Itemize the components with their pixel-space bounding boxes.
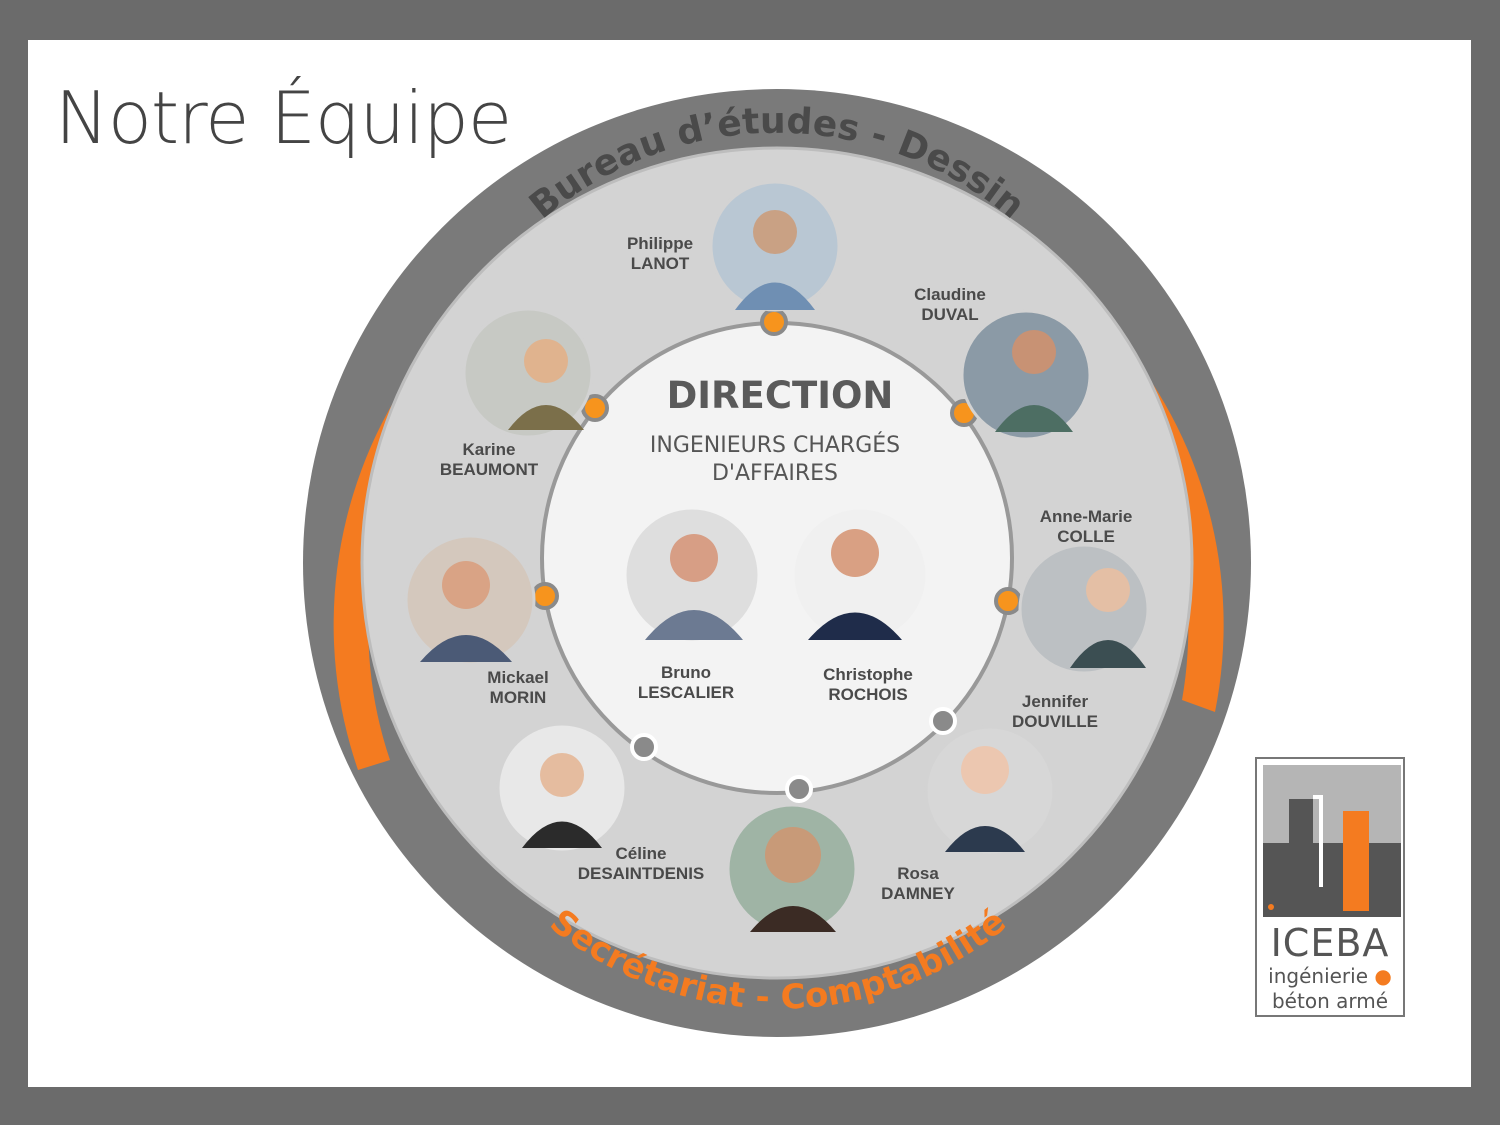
page-title: Notre Équipe	[55, 76, 512, 160]
logo-brand: ICEBA	[1270, 921, 1390, 965]
name-claudine-duval: Claudine DUVAL	[914, 285, 986, 324]
logo-line2: béton armé	[1271, 989, 1389, 1013]
logo-mark	[1263, 765, 1401, 917]
name-karine-beaumont: Karine BEAUMONT	[439, 440, 539, 479]
iceba-logo: ICEBA ingénierie ● béton armé	[1255, 757, 1405, 1017]
name-philippe-lanot: Philippe LANOT	[626, 234, 694, 273]
name-celine-desaintdenis: Céline DESAINTDENIS	[577, 844, 705, 883]
direction-title: DIRECTION	[666, 374, 894, 417]
photo-claudine-duval	[960, 309, 1092, 441]
logo-dot-icon: ●	[1368, 964, 1392, 988]
name-rosa-damney: Rosa DAMNEY	[881, 864, 955, 903]
name-anne-marie-colle: Anne-Marie COLLE	[1039, 507, 1133, 546]
name-mickael-morin: Mickael MORIN	[487, 668, 549, 707]
name-christophe-rochois: Christophe ROCHOIS	[823, 665, 913, 704]
name-jennifer-douville: Jennifer DOUVILLE	[1012, 692, 1098, 731]
name-bruno-lescalier: Bruno LESCALIER	[637, 663, 735, 702]
direction-subtitle-line2: D'AFFAIRES	[711, 461, 839, 486]
logo-line1: ingénierie ●	[1268, 964, 1392, 988]
team-photos	[404, 180, 1150, 935]
direction-subtitle-line1: INGENIEURS CHARGÉS	[649, 433, 901, 458]
direction-subtitle: INGENIEURS CHARGÉS D'AFFAIRES	[600, 432, 950, 488]
